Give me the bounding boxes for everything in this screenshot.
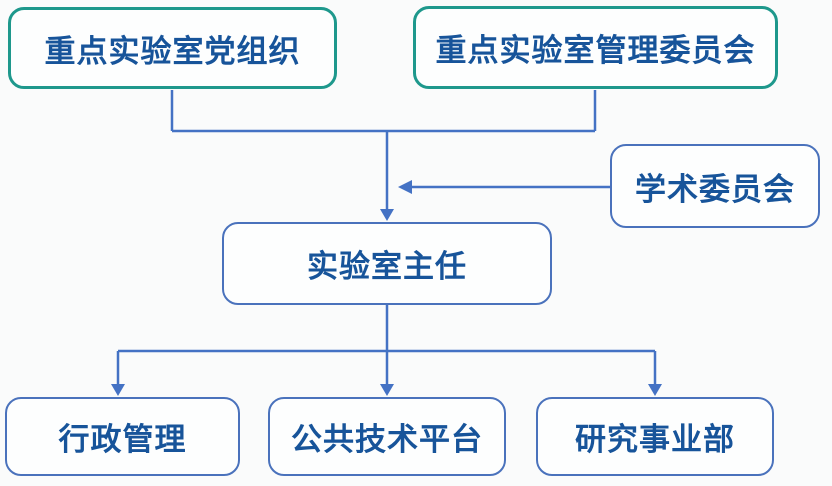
arrowhead-director [380,209,394,221]
node-lab-director: 实验室主任 [222,222,552,305]
arrowhead-research [648,384,662,396]
node-research-division: 研究事业部 [536,397,774,476]
arrowhead-academic [398,180,412,194]
arrowhead-admin [111,384,125,396]
node-academic-committee: 学术委员会 [610,144,820,228]
node-public-tech-platform: 公共技术平台 [268,397,506,476]
node-management-committee: 重点实验室管理委员会 [413,6,778,89]
node-party-organization: 重点实验室党组织 [8,7,337,89]
node-director-label: 实验室主任 [307,249,467,285]
node-admin-label: 行政管理 [58,422,187,458]
node-party-label: 重点实验室党组织 [44,33,301,70]
node-academic-label: 学术委员会 [635,171,795,208]
node-admin-management: 行政管理 [5,397,240,476]
node-platform-label: 公共技术平台 [291,422,483,458]
arrowhead-platform [380,384,394,396]
node-research-label: 研究事业部 [575,422,735,458]
node-management-label: 重点实验室管理委员会 [435,33,756,69]
